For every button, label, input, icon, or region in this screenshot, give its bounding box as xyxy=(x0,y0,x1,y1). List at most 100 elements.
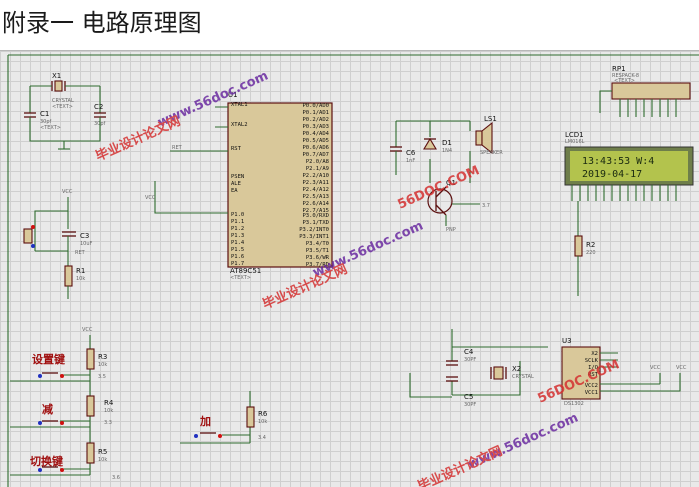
transistor-q1: Q1 PNP xyxy=(427,179,456,233)
u1-left-pins: XTAL1XTAL2RSTPSENALEEAP1.0P1.1P1.2P1.3P1… xyxy=(231,102,248,267)
svg-text:PNP: PNP xyxy=(446,227,456,233)
u1-pin-right: P2.7/A15 xyxy=(303,208,330,214)
u1-pin-left: P1.4 xyxy=(231,240,245,246)
u1-pin-right: P0.2/AD2 xyxy=(303,117,330,123)
u1-pin-right: P0.6/AD6 xyxy=(303,145,330,151)
svg-text:LCD1: LCD1 xyxy=(565,131,584,139)
u1-pin-left: RST xyxy=(231,146,242,152)
key-set-label: 设置键 xyxy=(32,352,66,366)
svg-text:C2: C2 xyxy=(94,103,103,111)
c1-c2-ground xyxy=(29,117,101,149)
speaker-ls1: LS1 SPEAKER xyxy=(475,115,503,156)
svg-text:<TEXT>: <TEXT> xyxy=(614,78,635,84)
u1-pin-left: P1.1 xyxy=(231,219,244,225)
svg-text:<TEXT>: <TEXT> xyxy=(40,125,61,131)
u3-pin: RST xyxy=(588,372,599,378)
svg-text:1N4: 1N4 xyxy=(442,148,452,154)
u3-pin: VCC2 xyxy=(585,383,598,389)
u1-pin-left: XTAL1 xyxy=(231,102,248,108)
reset-button xyxy=(23,225,35,248)
svg-text:VCC: VCC xyxy=(650,365,661,371)
watermark-site-1: 毕业设计论文网 xyxy=(93,113,183,165)
svg-text:VCC: VCC xyxy=(676,365,687,371)
svg-text:10k: 10k xyxy=(258,419,267,425)
capacitor-c5: C5 30PF xyxy=(446,376,476,408)
u1-pin-right: P3.2/INT0 xyxy=(299,227,329,233)
u1-pin-left: P1.0 xyxy=(231,212,244,218)
svg-text:R3: R3 xyxy=(98,353,107,361)
buzzer-wires xyxy=(395,120,471,183)
u1-pin-right: P2.3/A11 xyxy=(303,180,330,186)
u1-pin-right: P3.1/TXD xyxy=(303,220,330,226)
svg-text:VCC: VCC xyxy=(62,189,73,195)
u1-right-pins: P0.0/AD0P0.1/AD1P0.2/AD2P0.3/AD3P0.4/AD4… xyxy=(299,103,329,268)
u1-pin-right: P3.7/RD xyxy=(306,262,329,268)
key-set-group: 设置键 VCC R3 10k 3.5 xyxy=(10,327,107,382)
key-switch-group: 切换键 R5 10k 3.6 xyxy=(10,427,120,481)
svg-text:R2: R2 xyxy=(586,241,595,249)
u1-pin-left: EA xyxy=(231,188,238,194)
key-switch-label: 切换键 xyxy=(30,454,64,468)
svg-text:LS1: LS1 xyxy=(484,115,497,123)
u1-pin-right: P2.1/A9 xyxy=(306,166,329,172)
watermark-site-2: 毕业设计论文网 xyxy=(260,261,350,313)
u3-pin: SCLK xyxy=(585,358,599,364)
u3-pin: I/O xyxy=(588,365,598,371)
u1-val: AT89C51 xyxy=(230,267,261,275)
svg-text:10k: 10k xyxy=(98,362,107,368)
crystal-x2: X2 CRYSTAL xyxy=(490,365,534,380)
svg-text:<TEXT>: <TEXT> xyxy=(230,275,251,281)
u1-pin-left: ALE xyxy=(231,181,241,187)
svg-text:10k: 10k xyxy=(76,276,85,282)
schematic-canvas: X1 CRYSTAL <TEXT> C1 30pf <TEXT> C2 30pf… xyxy=(7,54,699,487)
svg-text:C5: C5 xyxy=(464,393,473,401)
svg-text:C4: C4 xyxy=(464,348,474,356)
lcd-line-2: 2019-04-17 xyxy=(582,169,642,180)
u1-pin-right: P3.3/INT1 xyxy=(299,234,329,240)
lcd-line-1: 13:43:53 W:4 xyxy=(582,156,654,167)
svg-text:R6: R6 xyxy=(258,410,268,418)
capacitor-c6: C6 1nF xyxy=(390,146,416,164)
u1-pin-right: P2.5/A13 xyxy=(303,194,330,200)
svg-text:RET: RET xyxy=(172,145,183,151)
svg-text:CRYSTAL: CRYSTAL xyxy=(512,374,534,380)
svg-text:DS1302: DS1302 xyxy=(564,401,584,407)
svg-text:10k: 10k xyxy=(98,457,107,463)
svg-text:C6: C6 xyxy=(406,149,416,157)
svg-text:1nF: 1nF xyxy=(406,158,415,164)
key-minus-label: 减 xyxy=(42,402,53,416)
svg-text:220: 220 xyxy=(586,250,596,256)
lcd-lcd1: LCD1 LM016L 13:43:53 W:4 2019-04-17 xyxy=(564,131,694,186)
svg-text:X2: X2 xyxy=(512,365,521,373)
u1-pin-right: P3.5/T1 xyxy=(306,248,329,254)
svg-text:R5: R5 xyxy=(98,448,107,456)
svg-text:R1: R1 xyxy=(76,267,85,275)
x1-wires xyxy=(29,85,101,113)
svg-text:RESPACK-8: RESPACK-8 xyxy=(612,73,639,79)
watermark-domain-2: 56DOC.COM xyxy=(396,163,482,212)
u1-pin-right: P2.4/A12 xyxy=(303,187,330,193)
u1-pin-left: P1.6 xyxy=(231,254,244,260)
svg-text:3.3: 3.3 xyxy=(104,420,112,426)
u1-pin-right: P3.6/WR xyxy=(306,255,330,261)
svg-text:R4: R4 xyxy=(104,399,114,407)
u1-pin-left: XTAL2 xyxy=(231,122,248,128)
rtc-wires xyxy=(409,329,548,398)
svg-text:30pf: 30pf xyxy=(40,119,52,125)
u1-pin-right: P0.7/AD7 xyxy=(303,152,330,158)
mcu-u1: U1 AT89C51 <TEXT> XTAL1XTAL2RSTPSENALEEA… xyxy=(227,91,333,281)
svg-text:30PF: 30PF xyxy=(464,357,476,363)
key-minus-group: 减 R4 10k 3.3 xyxy=(10,381,114,428)
u1-pin-left: P1.7 xyxy=(231,261,244,267)
watermarks: 56DOC.COM www.56doc.com 毕业设计论文网 56DOC.CO… xyxy=(93,68,622,487)
svg-text:C1: C1 xyxy=(40,110,49,118)
svg-text:D1: D1 xyxy=(442,139,452,147)
svg-text:10k: 10k xyxy=(104,408,113,414)
u1-pin-left: P1.2 xyxy=(231,226,244,232)
capacitor-c3: C3 10uF RET xyxy=(62,231,93,256)
u1-pin-right: P2.2/A10 xyxy=(303,173,330,179)
u1-pin-right: P2.6/A14 xyxy=(303,201,330,207)
svg-text:Q1: Q1 xyxy=(446,179,456,187)
